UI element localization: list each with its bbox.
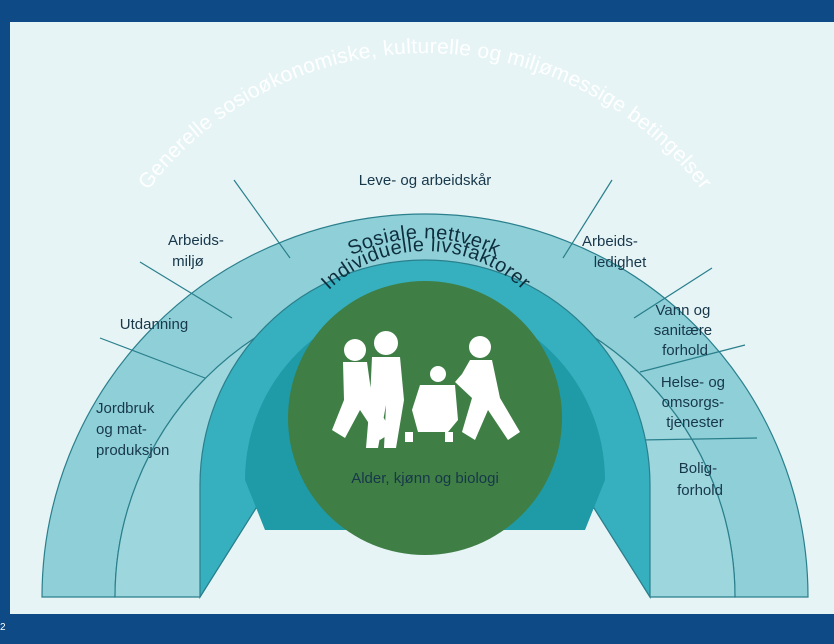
left-sector-1-label: Arbeids- miljø bbox=[168, 232, 228, 270]
outer-ring-title: Generelle sosioøkonomiske, kulturelle og… bbox=[134, 35, 717, 194]
core-label: Alder, kjønn og biologi bbox=[351, 470, 499, 487]
people-figures-icon bbox=[332, 331, 520, 448]
right-sector-4-label: Bolig- forhold bbox=[677, 460, 723, 499]
right-sector-2-label: Vann og sanitære forhold bbox=[654, 302, 717, 359]
left-sector-3-label: Jordbruk og mat- produksjon bbox=[96, 400, 169, 459]
left-sector-2-label: Utdanning bbox=[120, 316, 188, 333]
right-sector-1-label: Arbeids- ledighet bbox=[582, 233, 647, 271]
right-sector-3-label: Helse- og omsorgs- tjenester bbox=[661, 374, 729, 431]
sector-dividers bbox=[99, 179, 758, 441]
corner-mark: 2 bbox=[0, 622, 6, 633]
top-sector-label: Leve- og arbeidskår bbox=[359, 172, 492, 189]
